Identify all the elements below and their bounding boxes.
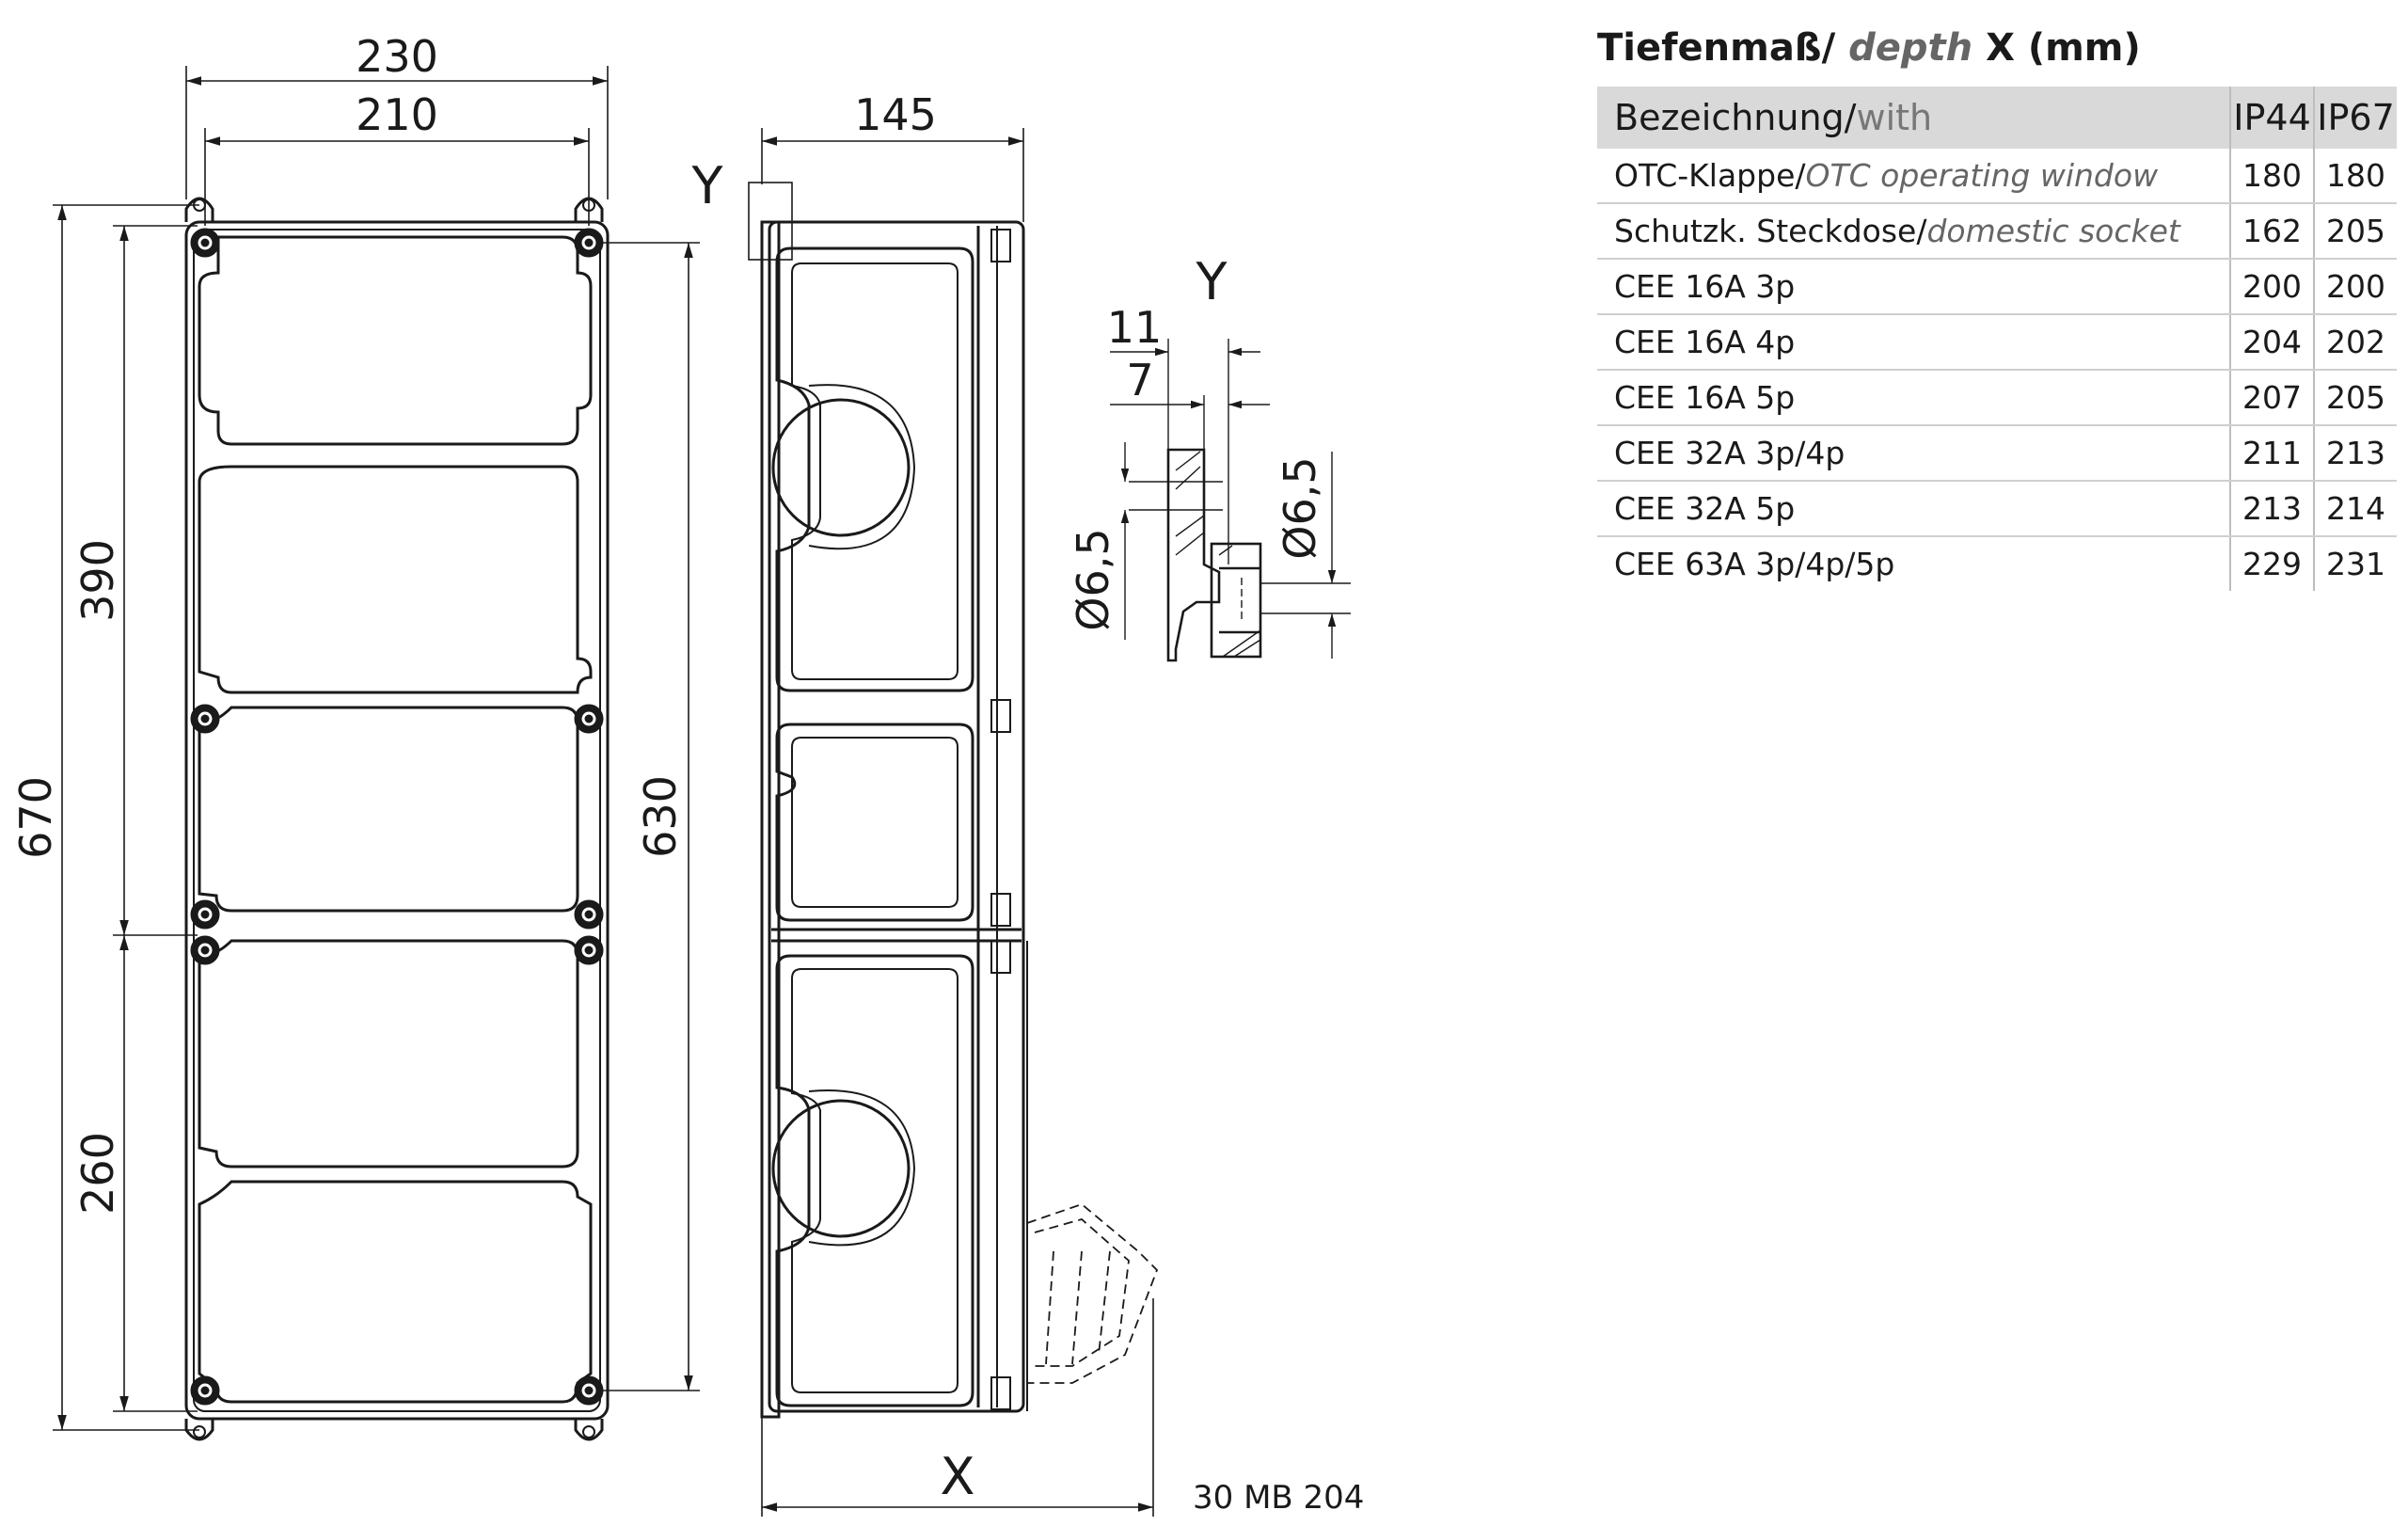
cell-ip67: 205 [2314, 370, 2397, 426]
detail-title-y: Y [1196, 252, 1228, 311]
drawing-code: 30 MB 204 [1193, 1479, 1365, 1517]
row-name: Schutzk. Steckdose/domestic socket [1597, 203, 2232, 260]
detail-ref-y: Y [691, 156, 724, 215]
cell-ip44: 229 [2230, 536, 2316, 591]
front-view [184, 197, 610, 1441]
table-header: Bezeichnung/with IP44 IP67 [1597, 87, 2397, 149]
row-name-de: CEE 16A 5p [1614, 379, 1796, 416]
dim-height-upper: 390 [72, 539, 123, 622]
title-main: Tiefenmaß/ [1597, 26, 1836, 70]
cell-ip44: 162 [2230, 203, 2316, 260]
row-name: OTC-Klappe/OTC operating window [1597, 149, 2232, 204]
header-name-de: Bezeichnung/ [1614, 97, 1857, 138]
table-row: CEE 63A 3p/4p/5p 229 231 [1597, 536, 2397, 591]
row-name: CEE 63A 3p/4p/5p [1597, 536, 2232, 591]
front-dimensions [53, 66, 700, 1431]
cell-ip67: 202 [2314, 314, 2397, 371]
row-name-en: OTC operating window [1805, 157, 2159, 194]
row-name: CEE 16A 3p [1597, 259, 2232, 315]
row-name: CEE 32A 3p/4p [1597, 425, 2232, 482]
cell-ip44: 180 [2230, 149, 2316, 204]
row-name-de: Schutzk. Steckdose/ [1614, 213, 1927, 249]
cell-ip44: 207 [2230, 370, 2316, 426]
dim-height-mount: 630 [635, 775, 686, 858]
detail-hole-right: Ø6,5 [1275, 456, 1325, 559]
row-name-de: CEE 32A 5p [1614, 490, 1796, 527]
row-name-de: CEE 16A 4p [1614, 324, 1796, 360]
row-name: CEE 16A 5p [1597, 370, 2232, 426]
title-end: X (mm) [1986, 26, 2141, 70]
row-name-de: OTC-Klappe/ [1614, 157, 1806, 194]
cell-ip44: 200 [2230, 259, 2316, 315]
header-name-en: with [1856, 97, 1933, 138]
cell-ip44: 211 [2230, 425, 2316, 482]
detail-dimensions [1110, 339, 1337, 659]
row-name: CEE 16A 4p [1597, 314, 2232, 371]
side-view [748, 182, 1159, 1419]
row-name-de: CEE 32A 3p/4p [1614, 435, 1846, 471]
cell-ip44: 213 [2230, 481, 2316, 537]
title-italic: depth [1848, 26, 1973, 70]
dim-depth-x: X [941, 1447, 975, 1506]
header-name: Bezeichnung/with [1597, 87, 2232, 149]
table-title: Tiefenmaß/ depth X (mm) [1597, 26, 2397, 70]
side-dimensions [761, 128, 1154, 1517]
dim-height-total: 670 [10, 776, 61, 859]
row-name-de: CEE 16A 3p [1614, 268, 1796, 305]
dim-width-inner: 210 [356, 89, 438, 140]
row-name-en: domestic socket [1926, 213, 2180, 249]
row-name-de: CEE 63A 3p/4p/5p [1614, 546, 1895, 582]
dim-width-outer: 230 [356, 31, 438, 82]
depth-table: Bezeichnung/with IP44 IP67 OTC-Klappe/OT… [1597, 87, 2397, 591]
dim-depth: 145 [854, 89, 937, 140]
row-name: CEE 32A 5p [1597, 481, 2232, 537]
depth-table-panel: Tiefenmaß/ depth X (mm) Bezeichnung/with… [1597, 26, 2397, 591]
dim-height-lower: 260 [72, 1132, 123, 1215]
header-ip67: IP67 [2314, 87, 2397, 149]
cell-ip67: 231 [2326, 546, 2386, 582]
detail-y [1129, 448, 1351, 662]
detail-dim-7: 7 [1126, 355, 1153, 405]
detail-hole-left: Ø6,5 [1068, 528, 1118, 630]
cell-ip67: 180 [2314, 149, 2397, 204]
cell-ip67: 213 [2314, 425, 2397, 482]
cell-ip67: 200 [2314, 259, 2397, 315]
cell-ip67: 214 [2314, 481, 2397, 537]
cell-ip67: 205 [2314, 203, 2397, 260]
cell-ip44: 204 [2230, 314, 2316, 371]
header-ip44: IP44 [2230, 87, 2316, 149]
detail-dim-11: 11 [1107, 302, 1163, 353]
